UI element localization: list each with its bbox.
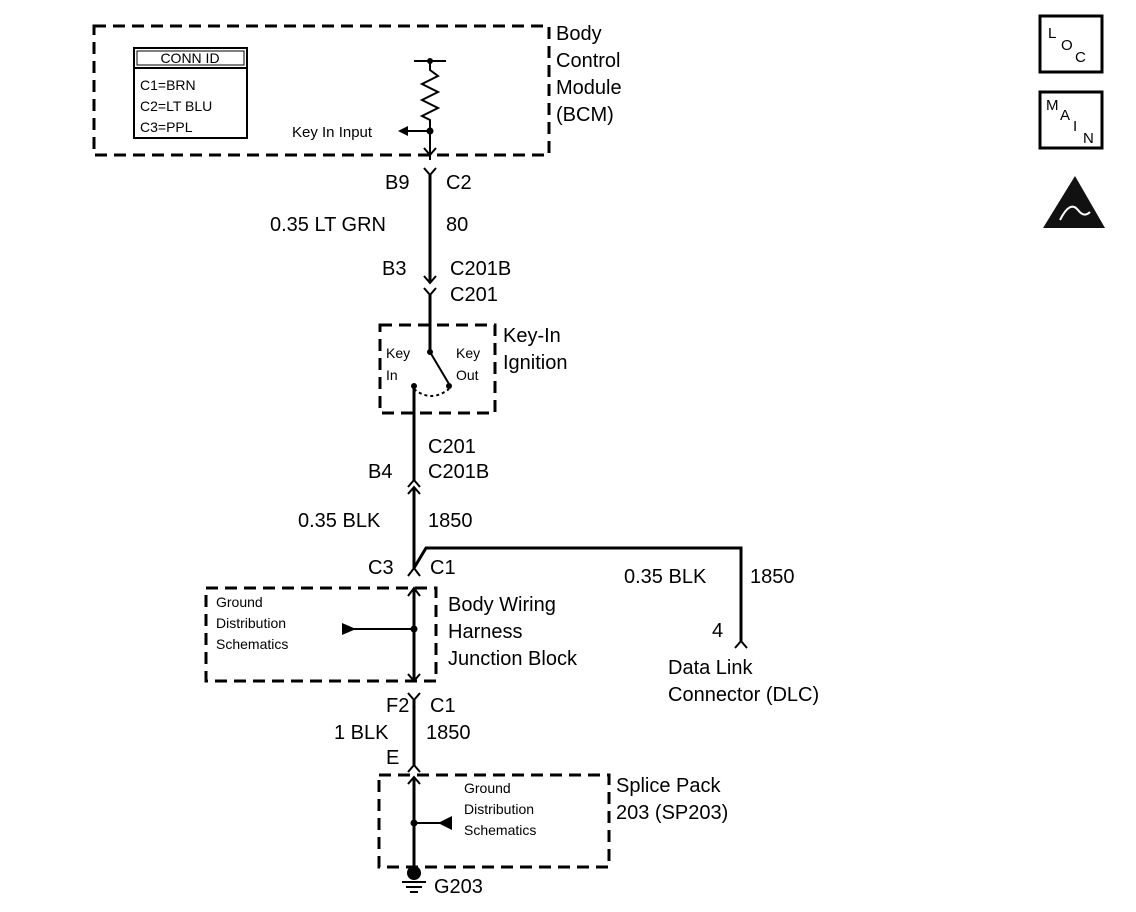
ground-ref-2-line3: Schematics xyxy=(464,822,536,838)
conn-c1-top: C1 xyxy=(430,557,456,579)
dlc-wire-color: 0.35 BLK xyxy=(624,566,707,588)
dlc-branch-wire xyxy=(412,546,743,641)
conn-id-title: CONN ID xyxy=(160,50,219,66)
splice-pack-outline xyxy=(377,773,611,869)
dlc-title-2: Connector (DLC) xyxy=(668,684,819,706)
ground-ref-arrow-2-icon xyxy=(438,816,452,830)
junction-block-outline xyxy=(204,586,438,683)
key-in-input-label: Key In Input xyxy=(292,124,373,141)
svg-text:Control: Control xyxy=(556,50,620,72)
ground-ref-2-line1: Ground xyxy=(464,780,511,796)
dlc-title-1: Data Link xyxy=(668,657,753,679)
ground-ref-1-line3: Schematics xyxy=(216,636,288,652)
bcm-outline xyxy=(92,24,551,157)
conn-c2: C2 xyxy=(446,172,472,194)
svg-text:O: O xyxy=(1061,37,1073,54)
svg-text:Module: Module xyxy=(556,77,622,99)
circuit-80: 80 xyxy=(446,214,468,236)
junction-title-3: Junction Block xyxy=(448,648,578,670)
pin-b9: B9 xyxy=(385,172,409,194)
splice-title-2: 203 (SP203) xyxy=(616,802,728,824)
switch-key-out-line2: Out xyxy=(456,367,479,383)
loc-icon: L O C xyxy=(1038,14,1104,74)
svg-text:I: I xyxy=(1073,118,1077,135)
conn-c201b-bottom: C201B xyxy=(428,461,489,483)
pin-b3: B3 xyxy=(382,258,406,280)
esd-warning-icon xyxy=(1043,176,1105,228)
svg-text:L: L xyxy=(1048,25,1056,42)
dlc-pin-4: 4 xyxy=(712,620,723,642)
switch-key-in-line1: Key xyxy=(386,345,410,361)
ground-icon xyxy=(402,866,426,893)
wire-color-blk-2: 1 BLK xyxy=(334,722,389,744)
main-icon: M A I N xyxy=(1038,90,1104,150)
switch-key-in-line2: In xyxy=(386,367,398,383)
pin-c3: C3 xyxy=(368,557,394,579)
pin-f2: F2 xyxy=(386,695,409,717)
ground-ref-1-line2: Distribution xyxy=(216,615,286,631)
svg-text:(BCM): (BCM) xyxy=(556,104,614,126)
conn-c201b-top: C201B xyxy=(450,258,511,280)
input-arrow-icon xyxy=(398,126,408,136)
svg-text:C: C xyxy=(1075,49,1086,66)
switch-blade xyxy=(429,351,450,385)
connector-c201-symbol xyxy=(423,287,437,297)
pin-e: E xyxy=(386,747,399,769)
pin-b4: B4 xyxy=(368,461,392,483)
connector-c2-symbol xyxy=(423,167,437,177)
key-in-ignition-title-1: Key-In xyxy=(503,325,561,347)
svg-text:A: A xyxy=(1060,107,1070,124)
ground-g203: G203 xyxy=(434,876,483,898)
ground-ref-1-line1: Ground xyxy=(216,594,263,610)
conn-c1-bottom: C1 xyxy=(430,695,456,717)
switch-key-out-line1: Key xyxy=(456,345,480,361)
connector-c1-bottom-symbol xyxy=(407,692,421,702)
wire-color-blk-1: 0.35 BLK xyxy=(298,510,381,532)
svg-text:M: M xyxy=(1046,97,1059,114)
splice-title-1: Splice Pack xyxy=(616,775,721,797)
key-in-ignition-outline xyxy=(378,323,497,415)
pull-up-resistor xyxy=(414,58,446,160)
junction-title-2: Harness xyxy=(448,621,522,643)
conn-c201-top: C201 xyxy=(450,284,498,306)
bcm-title: Body Control Module (BCM) xyxy=(556,23,622,126)
conn-id-c1: C1=BRN xyxy=(140,77,196,93)
wire-color-lt-grn: 0.35 LT GRN xyxy=(270,214,386,236)
conn-id-table: CONN ID C1=BRN C2=LT BLU C3=PPL xyxy=(133,47,248,139)
svg-text:N: N xyxy=(1083,130,1094,147)
dlc-circuit: 1850 xyxy=(750,566,795,588)
svg-text:Body: Body xyxy=(556,23,602,45)
conn-id-c2: C2=LT BLU xyxy=(140,98,212,114)
circuit-1850-b: 1850 xyxy=(426,722,471,744)
conn-id-c3: C3=PPL xyxy=(140,119,193,135)
ground-ref-2-line2: Distribution xyxy=(464,801,534,817)
conn-c201-bottom: C201 xyxy=(428,436,476,458)
dlc-pin-symbol xyxy=(734,639,748,649)
key-in-ignition-title-2: Ignition xyxy=(503,352,568,374)
junction-title-1: Body Wiring xyxy=(448,594,556,616)
ground-ref-arrow-icon xyxy=(342,623,356,635)
circuit-1850-a: 1850 xyxy=(428,510,473,532)
